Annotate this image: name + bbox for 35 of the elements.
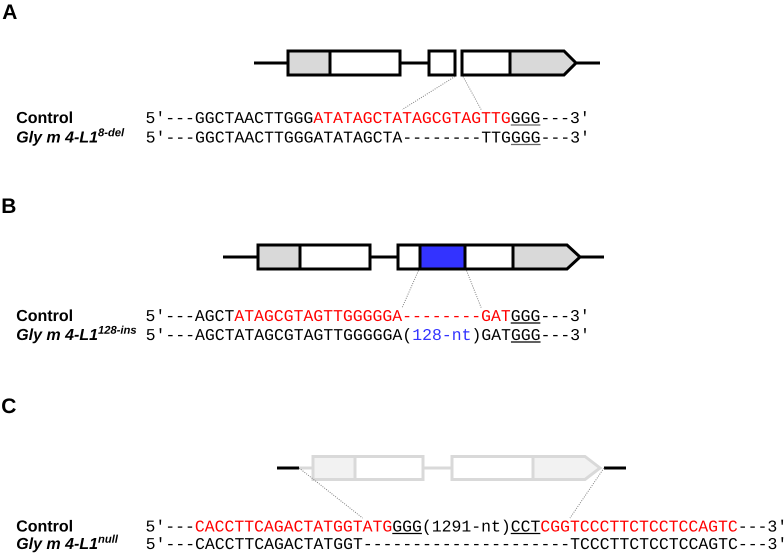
panel-letter: B <box>2 198 16 213</box>
leader-line <box>298 467 364 519</box>
leader-line <box>402 270 419 308</box>
panel-letter: A <box>2 4 17 19</box>
row-label: Control <box>16 111 72 124</box>
sequence-text: 5′---GGCTAACTTGGG <box>146 111 312 124</box>
row-label: Gly m 4-L1$^{8-del}$ <box>17 128 124 146</box>
row-label: Control <box>16 520 72 532</box>
underlined-sequence: GGG <box>392 520 422 534</box>
sequence-text: 5′--- <box>146 520 192 532</box>
sequence-text: ---3′ <box>543 309 586 322</box>
underlined-sequence: GGG <box>510 112 540 126</box>
insertion-box <box>418 244 466 270</box>
underlined-sequence: CCT <box>510 520 540 534</box>
leader-line <box>402 76 456 110</box>
gene-model <box>254 50 600 76</box>
sequence-text: (1291-nt) <box>424 520 508 535</box>
underlined-sequence: GGG <box>510 310 540 324</box>
leader-line <box>462 76 482 110</box>
gene-model <box>299 454 602 481</box>
sequence-text: 5′---AGCT <box>146 309 234 322</box>
row-label: Control <box>16 309 72 322</box>
row-label: Gly m 4-L1$^{128-ins}$ <box>17 326 136 344</box>
underlined-sequence: GGG <box>510 131 541 146</box>
highlighted-sequence: ATAGCGTAGTTGGGGGA--------GAT <box>234 310 510 322</box>
leader-line <box>569 467 604 519</box>
sequence-text: ---3′ <box>543 111 586 124</box>
row-label: Gly m 4-L1$^{null}$ <box>17 534 118 552</box>
sequence-text: ---3′ <box>740 520 784 532</box>
highlighted-sequence: CACCTTCAGACTATGGTATG <box>196 520 392 532</box>
panel-letter: C <box>2 398 16 414</box>
highlighted-sequence: ATATAGCTATAGCGTAGTTG <box>313 112 510 124</box>
highlighted-sequence: CGGTCCCTTCTCCTCCAGTC <box>541 520 738 532</box>
underlined-sequence: GGG <box>510 328 541 343</box>
leader-line <box>466 270 482 308</box>
